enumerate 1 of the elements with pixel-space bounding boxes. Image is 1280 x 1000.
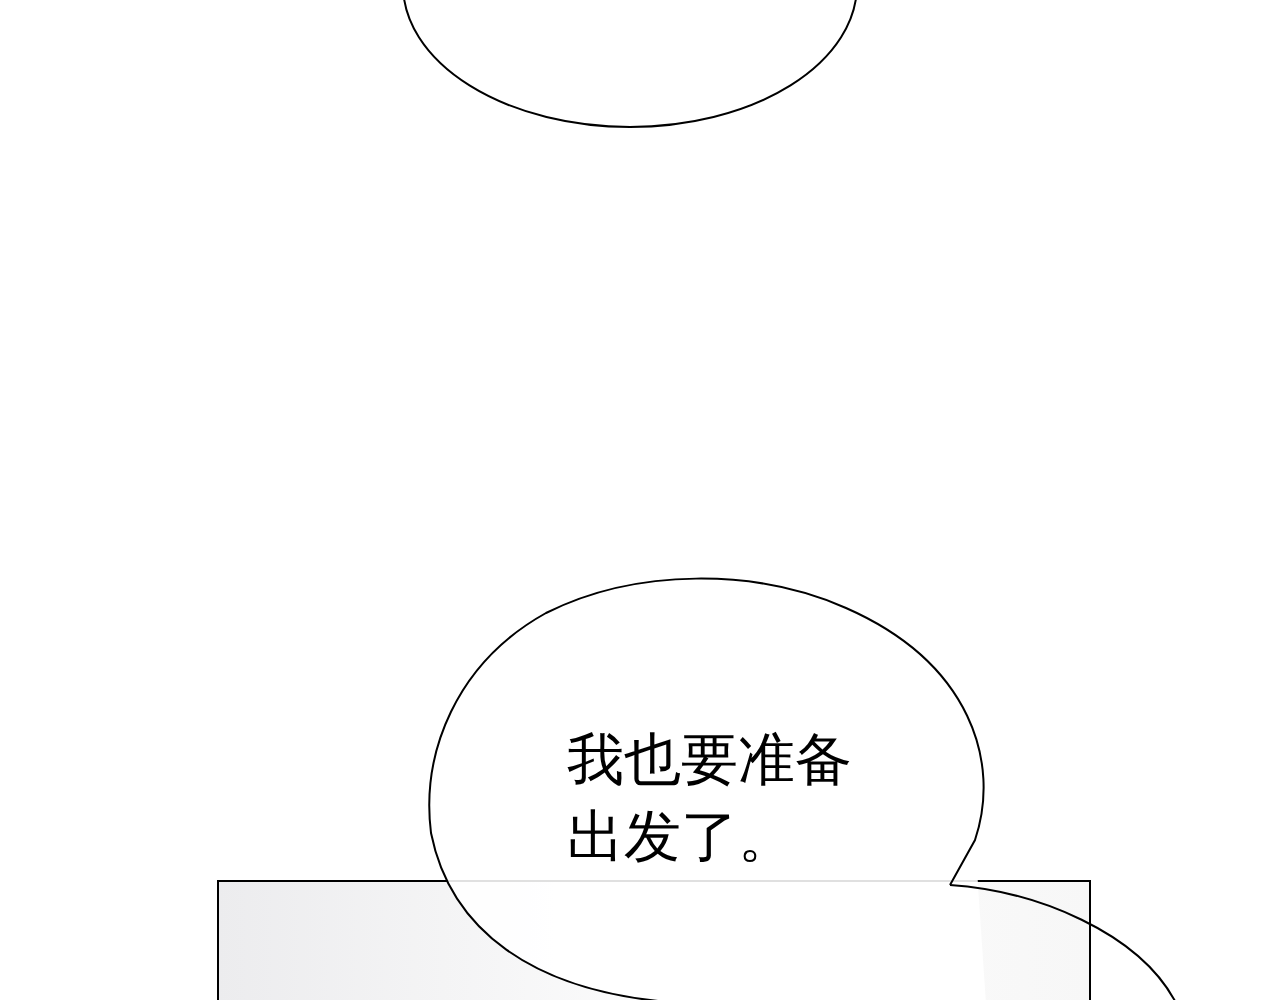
speech-text: 我也要准备出发了。: [567, 725, 853, 871]
